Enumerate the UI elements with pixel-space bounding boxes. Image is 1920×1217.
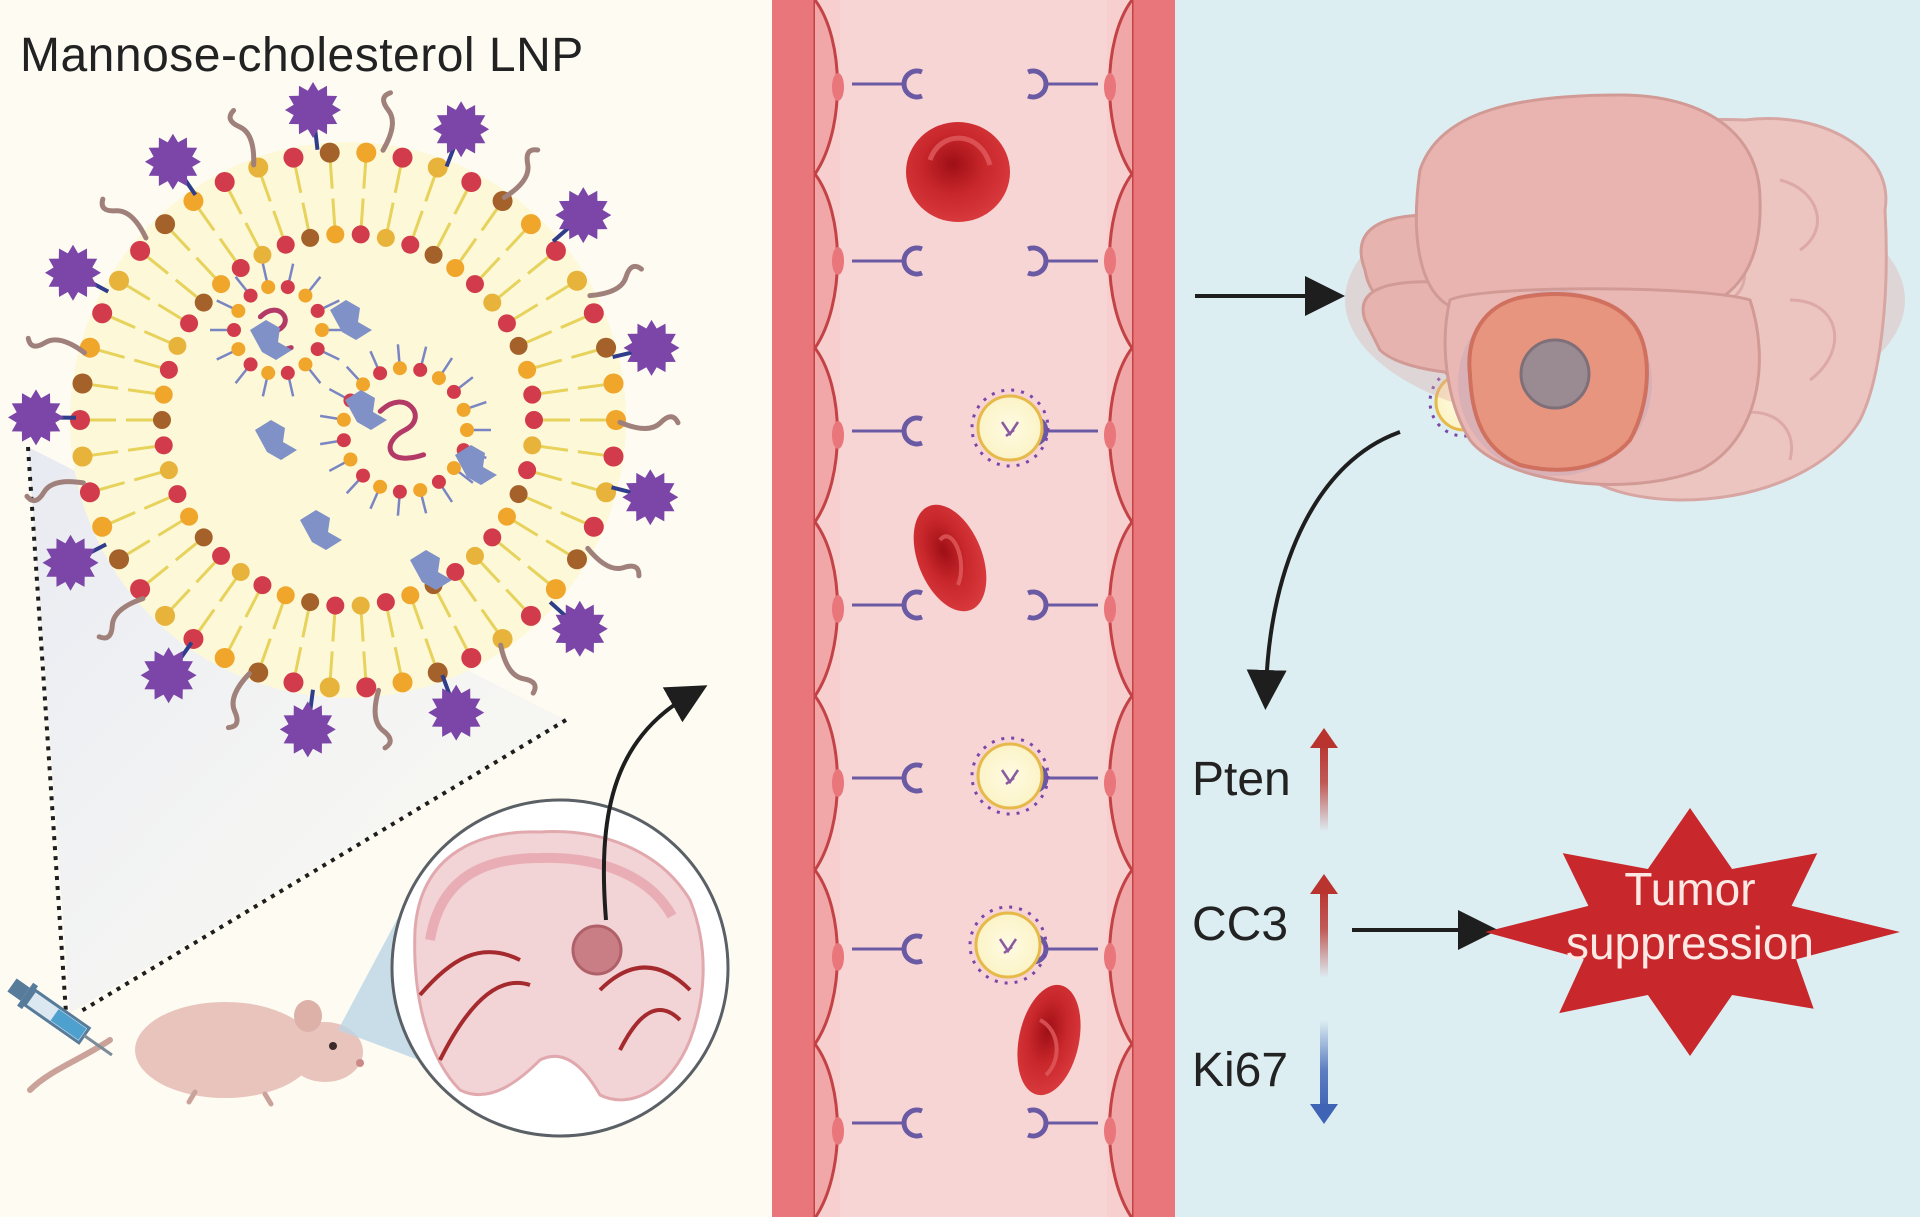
- arrow-tumor-to-vessel: [601, 685, 708, 921]
- brain-hemisphere-top: [1414, 93, 1762, 312]
- brain-3d: [1345, 93, 1905, 502]
- marker-pten: Pten: [1192, 753, 1291, 806]
- tumor-suppression-starburst: [1485, 808, 1900, 1056]
- mouse-feet: [186, 1089, 274, 1107]
- mouse-head: [287, 1022, 363, 1082]
- outcome-label: Tumor suppression: [1500, 862, 1880, 970]
- marker-ki67: Ki67: [1192, 1044, 1289, 1097]
- arrow-tumor-to-markers: [1246, 430, 1401, 710]
- pten-up-arrow: [1310, 728, 1338, 832]
- lnp-nanoparticle: [8, 82, 681, 758]
- brain-tumor: [571, 924, 623, 976]
- inverted-micelles: [210, 263, 491, 516]
- mouse-body: [135, 1002, 315, 1098]
- zoom-line-left: [26, 446, 68, 1014]
- syringe-icon: [7, 978, 113, 1057]
- brain-tumor-core: [1519, 338, 1591, 410]
- mouse-illustration: [27, 1000, 364, 1107]
- diagram-title: Mannose-cholesterol LNP: [20, 29, 584, 82]
- ki67-down-arrow: [1310, 1020, 1338, 1124]
- blood-vessel: [772, 0, 1500, 1217]
- red-blood-cells: [906, 122, 1081, 1096]
- lnp-lipid-shell: [70, 142, 626, 698]
- mouse-eye: [329, 1042, 337, 1050]
- marker-cc3: CC3: [1192, 898, 1289, 951]
- mouse-ear: [294, 1000, 322, 1032]
- endothelial-cells: [813, 0, 1134, 1217]
- peg-chains: [24, 90, 681, 751]
- outcome-line-1: Tumor: [1624, 863, 1756, 915]
- cholesterol-molecules: [250, 300, 497, 590]
- brain-section: [390, 798, 730, 1138]
- mannose-ligands: [8, 82, 680, 758]
- brain-vessels: [418, 950, 692, 1061]
- outcome-line-2: suppression: [1565, 917, 1815, 969]
- cc3-up-arrow: [1310, 874, 1338, 978]
- brain-cortex: [425, 852, 677, 941]
- bound-nanoparticles: [968, 366, 1500, 985]
- mouse-nose: [356, 1059, 364, 1067]
